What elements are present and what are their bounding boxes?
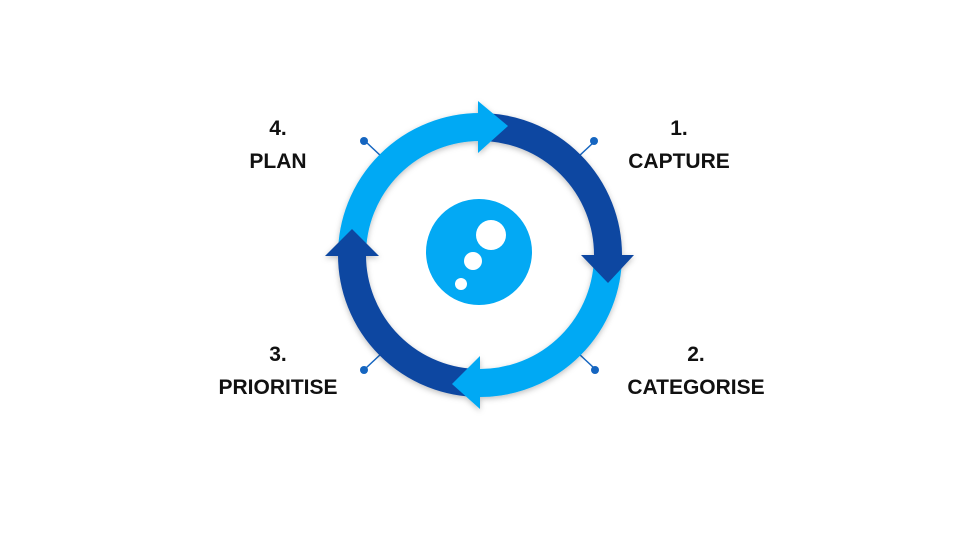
step-capture-name: CAPTURE bbox=[628, 150, 730, 173]
step-plan-label: 4. PLAN bbox=[178, 112, 378, 178]
step-categorise-number: 2. bbox=[687, 343, 705, 366]
arc-prioritise bbox=[338, 254, 481, 397]
bubbles-icon bbox=[426, 199, 532, 305]
arrowhead-left-icon bbox=[325, 229, 379, 256]
arc-capture bbox=[479, 113, 622, 256]
connector-prioritise bbox=[360, 352, 383, 374]
step-categorise-name: CATEGORISE bbox=[627, 376, 765, 399]
step-prioritise-name: PRIORITISE bbox=[218, 376, 338, 399]
arrowhead-right-icon bbox=[581, 255, 634, 283]
connector-categorise bbox=[577, 352, 599, 374]
step-categorise-label: 2. CATEGORISE bbox=[596, 338, 796, 404]
connector-plan bbox=[360, 137, 383, 158]
step-prioritise-number: 3. bbox=[269, 343, 287, 366]
step-capture-number: 1. bbox=[670, 117, 688, 140]
step-capture-label: 1. CAPTURE bbox=[579, 112, 779, 178]
center-circle bbox=[426, 199, 532, 305]
bubble-small bbox=[455, 278, 467, 290]
step-plan-name: PLAN bbox=[249, 150, 307, 173]
bubble-large bbox=[476, 220, 506, 250]
arrowhead-bottom-icon bbox=[452, 356, 480, 409]
arc-categorise bbox=[479, 254, 622, 397]
step-plan-number: 4. bbox=[269, 117, 287, 140]
arc-plan bbox=[338, 113, 481, 256]
connector-capture bbox=[577, 137, 598, 158]
step-prioritise-label: 3. PRIORITISE bbox=[178, 338, 378, 404]
bubble-medium bbox=[464, 252, 482, 270]
arrowhead-top-icon bbox=[478, 101, 508, 153]
